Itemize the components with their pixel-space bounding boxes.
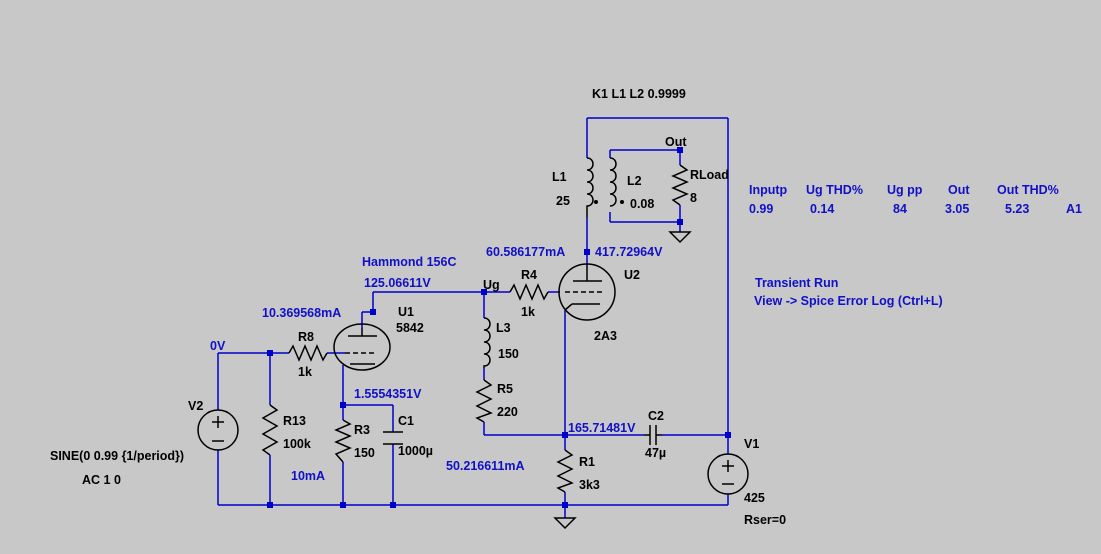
u2-current-label: 60.586177mA (486, 245, 565, 259)
u1-plate-voltage: 125.06611V (364, 276, 431, 290)
l3-inductor[interactable] (483, 317, 491, 368)
v1-value: 425 (744, 491, 765, 505)
r1-current-label: 50.216611mA (446, 459, 525, 473)
wires (217, 117, 729, 518)
l2-inductor[interactable] (609, 157, 617, 207)
r1-top-voltage: 165.71481V (568, 421, 636, 435)
meas-value: 0.14 (810, 202, 834, 216)
u1-cathode-current: 10mA (291, 469, 325, 483)
u1-triode[interactable] (333, 323, 391, 371)
u1-current-label: 10.369568mA (262, 306, 341, 320)
r4-value: 1k (521, 305, 535, 319)
meas-ref: A1 (1066, 202, 1082, 216)
l2-name: L2 (627, 174, 642, 188)
meas-header: Inputp (749, 183, 788, 197)
r5-name: R5 (497, 382, 513, 396)
v2-value[interactable]: SINE(0 0.99 {1/period}) (50, 449, 184, 463)
hammond-label: Hammond 156C (362, 255, 456, 269)
v1-name: V1 (744, 437, 759, 451)
c1-capacitor[interactable] (383, 431, 403, 445)
meas-value: 3.05 (945, 202, 969, 216)
r3-name: R3 (354, 423, 370, 437)
u2-value: 2A3 (594, 329, 617, 343)
u2-name: U2 (624, 268, 640, 282)
v1-rser: Rser=0 (744, 513, 786, 527)
r1-value: 3k3 (579, 478, 600, 492)
meas-header: Ug THD% (806, 183, 863, 197)
transient-label: Transient Run (755, 276, 838, 290)
r13-value: 100k (283, 437, 311, 451)
c2-capacitor[interactable] (644, 425, 662, 445)
l3-name: L3 (496, 321, 511, 335)
c2-value: 47µ (645, 446, 666, 460)
r13-name: R13 (283, 414, 306, 428)
view-log-label: View -> Spice Error Log (Ctrl+L) (754, 294, 943, 308)
meas-header: Ug pp (887, 183, 923, 197)
r8-name: R8 (298, 330, 314, 344)
r4-resistor[interactable] (509, 283, 549, 301)
coupling-directive[interactable]: K1 L1 L2 0.9999 (592, 87, 686, 101)
v2-source[interactable] (197, 409, 239, 451)
l2-value: 0.08 (630, 197, 654, 211)
c1-name: C1 (398, 414, 414, 428)
r3-resistor[interactable] (334, 419, 352, 463)
l2-dot (620, 200, 624, 204)
v1-source[interactable] (707, 453, 749, 495)
ground-symbol (553, 517, 577, 530)
meas-value: 0.99 (749, 202, 773, 216)
out-net-label: Out (665, 135, 687, 149)
v2-ac-spec[interactable]: AC 1 0 (82, 473, 121, 487)
rload-value: 8 (690, 191, 697, 205)
u1-name: U1 (398, 305, 414, 319)
r5-resistor[interactable] (475, 379, 493, 423)
r1-resistor[interactable] (556, 449, 574, 493)
u2-triode[interactable] (558, 263, 616, 321)
meas-header: Out (948, 183, 970, 197)
r13-resistor[interactable] (261, 404, 279, 456)
meas-value: 84 (893, 202, 907, 216)
meas-value: 5.23 (1005, 202, 1029, 216)
l1-name: L1 (552, 170, 567, 184)
u1-value: 5842 (396, 321, 424, 335)
c1-value: 1000µ (398, 444, 433, 458)
u1-cathode-voltage: 1.5554351V (354, 387, 422, 401)
rload-resistor[interactable] (671, 164, 689, 206)
input-voltage-label: 0V (210, 339, 226, 353)
rload-name: RLoad (690, 168, 729, 182)
r8-value: 1k (298, 365, 312, 379)
r4-name: R4 (521, 268, 537, 282)
l3-value: 150 (498, 347, 519, 361)
v2-name: V2 (188, 399, 203, 413)
r1-name: R1 (579, 455, 595, 469)
u2-plate-voltage: 417.72964V (595, 245, 663, 259)
r8-resistor[interactable] (288, 344, 328, 362)
c2-name: C2 (648, 409, 664, 423)
ground-symbol (668, 231, 692, 244)
l1-dot (594, 200, 598, 204)
r3-value: 150 (354, 446, 375, 460)
r5-value: 220 (497, 405, 518, 419)
l1-inductor[interactable] (586, 157, 594, 218)
l1-value: 25 (556, 194, 570, 208)
measurement-table: Inputp Ug THD% Ug pp Out Out THD% 0.99 0… (749, 183, 1082, 216)
junction-dots (267, 147, 731, 508)
ug-net-label: Ug (483, 278, 500, 292)
meas-header: Out THD% (997, 183, 1059, 197)
